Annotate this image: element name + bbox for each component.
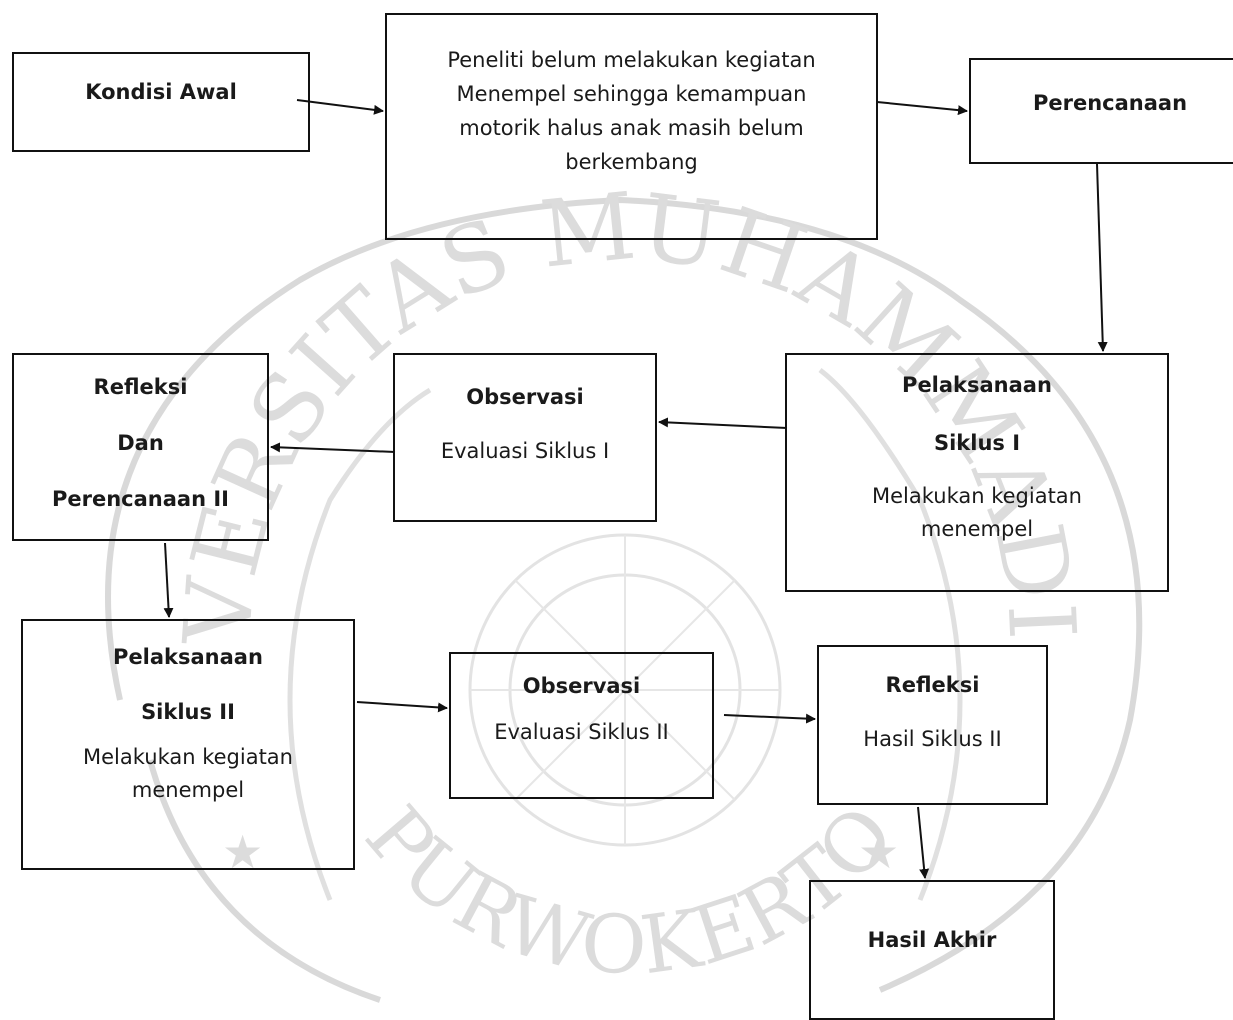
box-perencanaan: Perencanaan xyxy=(969,58,1233,164)
box-peneliti: Peneliti belum melakukan kegiatan Menemp… xyxy=(385,13,878,240)
pelaksanaan1-note-1: Melakukan kegiatan xyxy=(872,484,1082,508)
peneliti-line-2: Menempel sehingga kemampuan xyxy=(456,82,807,106)
star-icon: ★ xyxy=(858,825,899,879)
observasi1-title: Observasi xyxy=(466,385,584,409)
pelaksanaan2-note-2: menempel xyxy=(131,778,245,802)
box-observasi-1: Observasi Evaluasi Siklus I xyxy=(393,353,657,522)
box-observasi-2: Observasi Evaluasi Siklus II xyxy=(449,652,714,799)
box-kondisi-awal: Kondisi Awal xyxy=(12,52,310,152)
arrow-peneliti-to-perencanaan xyxy=(876,101,968,116)
box-refleksi-2: Refleksi Hasil Siklus II xyxy=(817,645,1048,805)
kondisi-awal-title: Kondisi Awal xyxy=(85,80,237,104)
arrow-pelaksanaan2-to-observasi2 xyxy=(356,701,448,713)
peneliti-line-1: Peneliti belum melakukan kegiatan xyxy=(447,48,816,72)
observasi1-note: Evaluasi Siklus I xyxy=(440,439,610,463)
arrow-perencanaan-to-pelaksanaan1 xyxy=(1096,163,1108,352)
box-refleksi-perencanaan-2: Refleksi Dan Perencanaan II xyxy=(12,353,269,541)
observasi2-title: Observasi xyxy=(522,674,641,698)
observasi2-note: Evaluasi Siklus II xyxy=(494,720,669,744)
perencanaan-title: Perencanaan xyxy=(1032,91,1188,115)
hasil-akhir-title: Hasil Akhir xyxy=(867,928,997,952)
box-hasil-akhir: Hasil Akhir xyxy=(809,880,1055,1020)
refleksi1-line-2: Dan xyxy=(117,431,164,455)
arrow-refleksi2-to-hasil xyxy=(917,806,930,879)
arrow-observasi2-to-refleksi2 xyxy=(723,713,816,724)
pelaksanaan2-title-2: Siklus II xyxy=(141,700,235,724)
refleksi1-line-1: Refleksi xyxy=(93,375,188,399)
pelaksanaan2-title-1: Pelaksanaan xyxy=(113,645,263,669)
arrow-refleksi1-to-pelaksanaan2 xyxy=(163,542,174,618)
refleksi2-title: Refleksi xyxy=(885,673,980,697)
arrow-observasi1-to-refleksi1 xyxy=(270,442,396,453)
pelaksanaan1-title-1: Pelaksanaan xyxy=(902,373,1052,397)
refleksi2-note: Hasil Siklus II xyxy=(863,727,1002,751)
box-pelaksanaan-siklus-2: Pelaksanaan Siklus II Melakukan kegiatan… xyxy=(21,619,355,870)
arrow-kondisi-to-peneliti xyxy=(296,99,384,115)
refleksi1-line-3: Perencanaan II xyxy=(52,487,229,511)
star-icon: ★ xyxy=(222,825,263,879)
peneliti-line-4: berkembang xyxy=(565,150,698,174)
peneliti-line-3: motorik halus anak masih belum xyxy=(459,116,804,140)
pelaksanaan1-note-2: menempel xyxy=(920,517,1034,541)
pelaksanaan2-note-1: Melakukan kegiatan xyxy=(83,745,293,769)
box-pelaksanaan-siklus-1: Pelaksanaan Siklus I Melakukan kegiatan … xyxy=(785,353,1169,592)
arrow-pelaksanaan1-to-observasi1 xyxy=(658,417,788,429)
pelaksanaan1-title-2: Siklus I xyxy=(933,431,1021,455)
